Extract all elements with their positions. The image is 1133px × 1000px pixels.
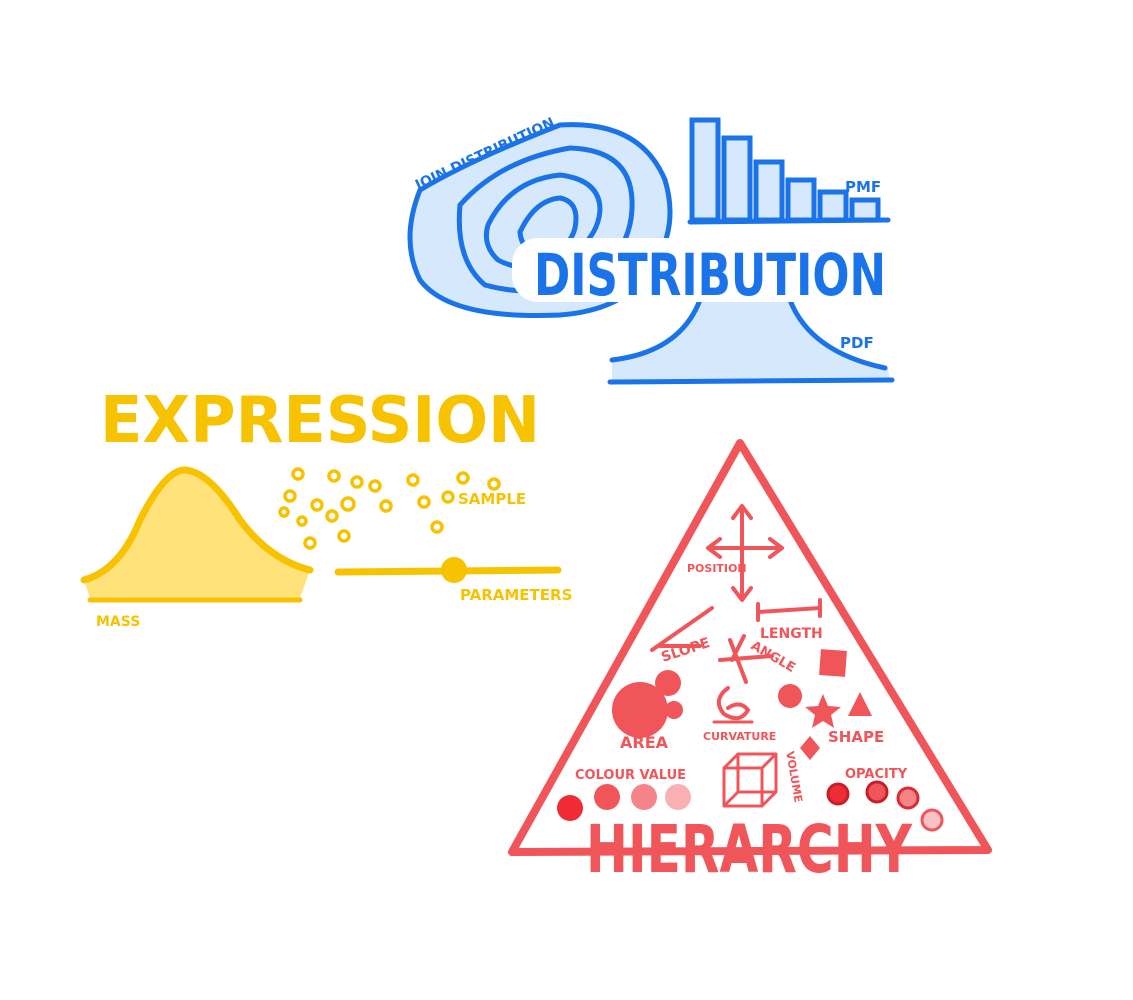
sample-dot [325, 509, 339, 523]
slope-icon [650, 606, 714, 652]
expression-title: EXPRESSION [100, 384, 540, 458]
circle-shape-icon [778, 684, 802, 708]
mass-curve-fill [84, 470, 310, 598]
pmf-bar [721, 135, 753, 223]
shape-label: SHAPE [828, 728, 884, 746]
sample-dot [456, 471, 470, 485]
sample-dot [417, 495, 431, 509]
pdf-baseline [607, 377, 895, 385]
angle-icon [718, 634, 774, 684]
colour-value-swatch-1 [557, 795, 583, 821]
pmf-bars [689, 117, 881, 223]
mass-label: MASS [96, 614, 140, 630]
pdf-curve-fill [612, 248, 890, 382]
sample-dot [291, 467, 305, 481]
pmf-bar [689, 117, 721, 223]
pmf-baseline [687, 217, 891, 225]
star-shape-icon [805, 694, 841, 728]
sample-label: SAMPLE [458, 490, 526, 508]
sample-dot [337, 529, 351, 543]
mass-curve [80, 466, 314, 584]
area-circle-large [612, 682, 668, 738]
opacity-swatch-2 [865, 780, 889, 804]
distribution-title-backdrop [512, 238, 892, 302]
hierarchy-group: POSITION LENGTH SLOPE ANGLE AREA [508, 439, 992, 888]
pmf-bar [817, 189, 849, 223]
opacity-swatch-1 [826, 782, 850, 806]
sample-dot [487, 477, 501, 491]
colour-value-label: COLOUR VALUE [575, 768, 686, 783]
length-label: LENGTH [760, 626, 823, 642]
volume-label: VOLUME [783, 750, 805, 803]
curvature-icon [716, 686, 751, 721]
colour-value-swatch-3 [631, 784, 657, 810]
sample-dot [368, 479, 382, 493]
sample-dot [441, 490, 455, 504]
distribution-title: DISTRIBUTION [534, 241, 886, 309]
pmf-bar [785, 177, 817, 223]
sample-dot [278, 506, 290, 518]
sample-dot [350, 475, 364, 489]
expression-group: EXPRESSION MASS SAMPLE [80, 384, 572, 630]
sample-dot [283, 489, 297, 503]
opacity-swatch-3 [896, 786, 920, 810]
opacity-label: OPACITY [845, 767, 908, 782]
diamond-shape-icon [800, 736, 820, 760]
colour-value-swatch-4 [665, 784, 691, 810]
sample-dot [406, 473, 420, 487]
colour-value-swatch-2 [594, 784, 620, 810]
pdf-label: PDF [840, 334, 874, 352]
pmf-bar [753, 159, 785, 223]
square-shape-icon [819, 649, 847, 677]
sample-dot [310, 498, 324, 512]
area-circle-small [665, 701, 683, 719]
sample-dot [340, 496, 356, 512]
parameter-slider-knob [441, 557, 467, 583]
pmf-bar [849, 197, 881, 223]
sample-dot [430, 520, 444, 534]
length-icon [756, 598, 822, 622]
opacity-swatch-4 [920, 808, 944, 832]
pmf-label: PMF [845, 178, 881, 196]
sample-dot [303, 536, 317, 550]
sample-dot [379, 499, 393, 513]
sample-dot [327, 469, 341, 483]
sample-dot [296, 515, 308, 527]
position-arrows-icon [706, 504, 784, 602]
hierarchy-title: HIERARCHY [586, 811, 913, 888]
volume-cube-icon [722, 752, 778, 808]
curvature-label: CURVATURE [703, 730, 776, 743]
hierarchy-triangle [508, 439, 992, 856]
area-circle-medium [655, 670, 681, 696]
distribution-group: PDF JOIN DISTRIBUTION PMF DISTRIBUTION [407, 115, 895, 385]
area-label: AREA [620, 733, 669, 752]
position-label: POSITION [687, 562, 747, 575]
triangle-shape-icon [848, 692, 872, 716]
parameters-label: PARAMETERS [460, 586, 572, 604]
sample-dots [278, 467, 501, 550]
